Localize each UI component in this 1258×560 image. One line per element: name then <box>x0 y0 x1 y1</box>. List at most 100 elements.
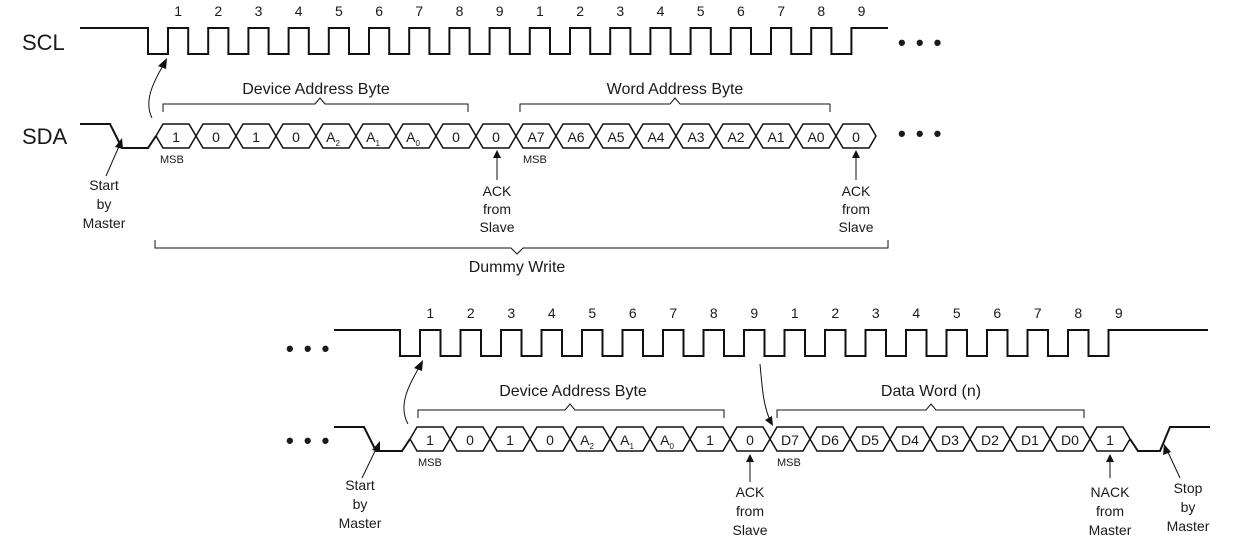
top-word-address-bracket <box>519 97 831 112</box>
bottom-stop-line1: Stop <box>1174 480 1203 496</box>
bottom-start-line1: Start <box>345 477 375 493</box>
bottom-bit-label: D2 <box>981 432 999 448</box>
top-ack2-line2: from <box>842 201 870 217</box>
bottom-clock-number: 2 <box>467 305 475 321</box>
top-clock-number: 7 <box>415 3 423 19</box>
bottom-bit-label: D7 <box>781 432 799 448</box>
bottom-ack-line2: from <box>736 503 764 519</box>
top-clock-number: 4 <box>657 3 665 19</box>
bottom-clock-number: 1 <box>791 305 799 321</box>
bottom-clock-number: 3 <box>872 305 880 321</box>
bottom-nack-line2: from <box>1096 503 1124 519</box>
top-start-marker: Start by Master <box>83 138 126 231</box>
top-clock-number: 5 <box>697 3 705 19</box>
bottom-bit-label: 0 <box>546 432 554 448</box>
top-bit-label: A7 <box>527 129 544 145</box>
bottom-clock9-to-data-arrowhead <box>765 416 773 426</box>
top-scl-continuation: • • • <box>898 30 943 55</box>
top-bit-label: A1 <box>767 129 784 145</box>
bottom-bit-label: D4 <box>901 432 919 448</box>
dummy-write-label: Dummy Write <box>469 259 566 276</box>
bottom-stop-line2: by <box>1181 499 1196 515</box>
top-ack2-line3: Slave <box>838 219 873 235</box>
bottom-nack-marker: NACK from Master <box>1089 454 1132 538</box>
bottom-msb-label-2: MSB <box>777 457 801 469</box>
bottom-clock-number: 9 <box>1115 305 1123 321</box>
top-bit-label: 0 <box>452 129 460 145</box>
top-ack1-line2: from <box>483 201 511 217</box>
top-clock-number: 8 <box>817 3 825 19</box>
bottom-bit-label: D3 <box>941 432 959 448</box>
top-clock-number: 4 <box>295 3 303 19</box>
bottom-device-address-label: Device Address Byte <box>499 383 647 400</box>
top-sda-continuation: • • • <box>898 121 943 146</box>
bottom-bit-label: 1 <box>706 432 714 448</box>
top-clock-number: 3 <box>255 3 263 19</box>
bottom-nack-line3: Master <box>1089 522 1132 538</box>
top-word-address-label: Word Address Byte <box>607 81 744 98</box>
top-clock-number: 8 <box>456 3 464 19</box>
bottom-bit-label: D5 <box>861 432 879 448</box>
bottom-clock9-to-data-arrow <box>759 363 771 421</box>
dummy-write-bracket <box>154 240 889 255</box>
top-clock-number: 9 <box>858 3 866 19</box>
bottom-clock-number: 5 <box>588 305 596 321</box>
top-ack-marker-2: ACK from Slave <box>838 150 874 235</box>
top-bit-label: A3 <box>687 129 704 145</box>
bottom-data-word-bracket <box>776 403 1085 418</box>
top-ack1-line1: ACK <box>483 183 512 199</box>
scl-signal-label: SCL <box>22 30 65 55</box>
bottom-stop-marker: Stop by Master <box>1163 444 1210 534</box>
bottom-clock-number: 3 <box>507 305 515 321</box>
bottom-ack-marker: ACK from Slave <box>732 454 768 538</box>
top-bit-label: A0 <box>807 129 824 145</box>
bottom-clock-number: 7 <box>1034 305 1042 321</box>
top-start-label-line1: Start <box>89 177 119 193</box>
bottom-clock-number: 2 <box>831 305 839 321</box>
top-bit-label: 0 <box>292 129 300 145</box>
bottom-clock-number: 6 <box>629 305 637 321</box>
top-clock-number: 2 <box>576 3 584 19</box>
bottom-bit-label: A2 <box>580 432 594 451</box>
top-clock-number: 2 <box>214 3 222 19</box>
bottom-clock-number: 8 <box>710 305 718 321</box>
top-msb-label-2: MSB <box>523 154 547 166</box>
top-scl-path <box>80 27 888 55</box>
top-device-address-label: Device Address Byte <box>242 81 390 98</box>
top-bit-cell <box>835 123 877 149</box>
top-ack1-line3: Slave <box>479 219 514 235</box>
bottom-data-word-label: Data Word (n) <box>881 383 981 400</box>
top-msb-label-1: MSB <box>160 154 184 166</box>
bottom-bit-label: 0 <box>746 432 754 448</box>
top-bit-label: A2 <box>326 129 340 148</box>
bottom-bit-label: 1 <box>1106 432 1114 448</box>
bottom-scl-path <box>334 329 1208 357</box>
bottom-clock-number: 4 <box>912 305 920 321</box>
bottom-device-address-bracket <box>417 403 725 418</box>
top-bit-label: A2 <box>727 129 744 145</box>
bottom-clock-number: 1 <box>426 305 434 321</box>
top-bit-label: 0 <box>852 129 860 145</box>
top-clock-number: 6 <box>737 3 745 19</box>
top-bit-label: 0 <box>212 129 220 145</box>
top-ack-marker-1: ACK from Slave <box>479 150 515 235</box>
bottom-ack-line3: Slave <box>732 522 767 538</box>
bottom-clock-number: 9 <box>750 305 758 321</box>
top-start-to-clock-arrowhead <box>158 58 167 69</box>
bottom-start-line3: Master <box>339 515 382 531</box>
bottom-nack-line1: NACK <box>1091 484 1131 500</box>
top-bit-label: A5 <box>607 129 624 145</box>
bottom-bit-label: D6 <box>821 432 839 448</box>
bottom-bit-label: D1 <box>1021 432 1039 448</box>
top-clock-number: 3 <box>616 3 624 19</box>
top-bit-label: A1 <box>366 129 380 148</box>
top-bit-label: A0 <box>406 129 420 148</box>
top-clock-number: 6 <box>375 3 383 19</box>
